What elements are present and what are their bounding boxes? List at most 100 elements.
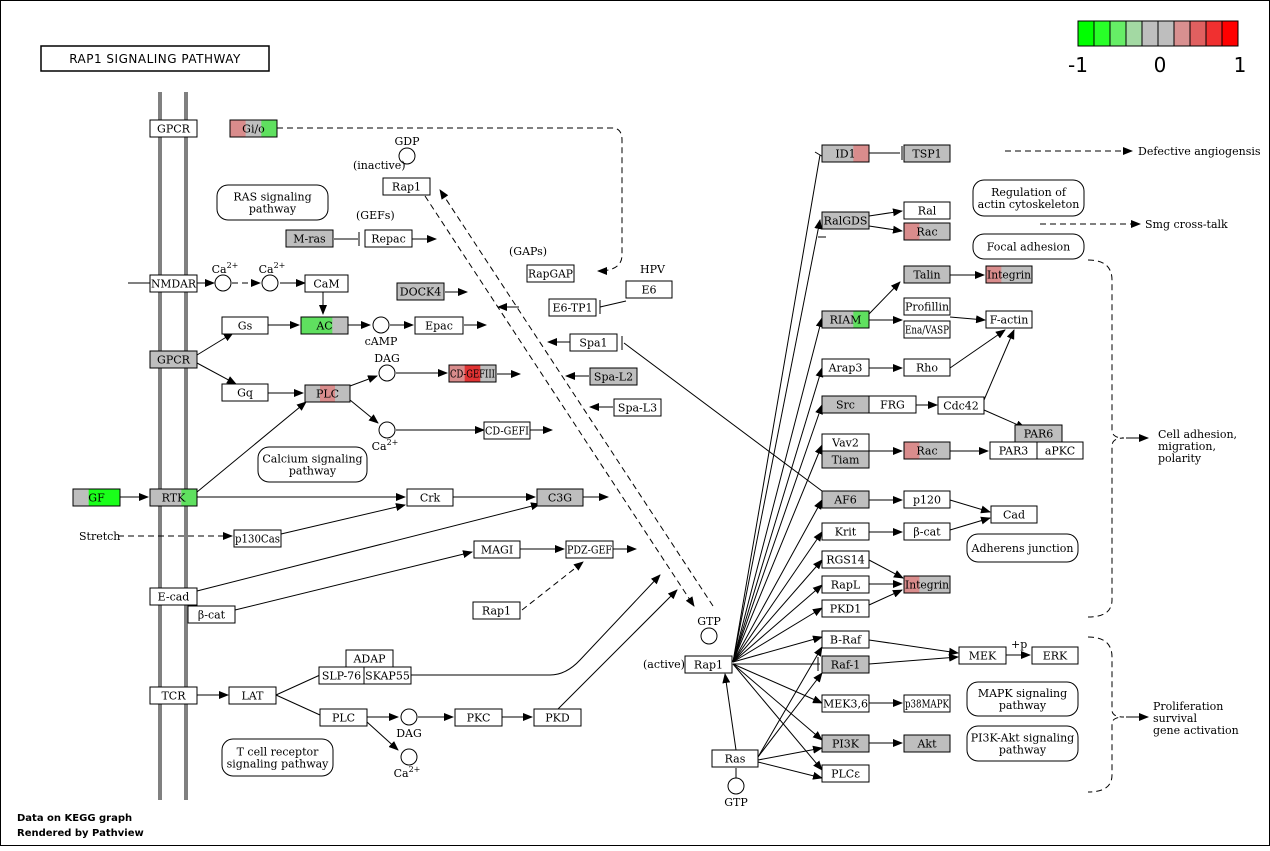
gene-e6tp1[interactable]: E6-TP1	[548, 298, 597, 317]
gene-rac1[interactable]: Rac	[903, 222, 951, 241]
gene-pi3k[interactable]: PI3K	[821, 734, 870, 753]
gene-rapl[interactable]: RapL	[821, 575, 870, 594]
compound-gtp1[interactable]: GTP	[697, 615, 721, 645]
gene-ral[interactable]: Ral	[903, 201, 951, 220]
gene-e6[interactable]: E6	[625, 280, 673, 299]
gene-erk[interactable]: ERK	[1031, 646, 1079, 665]
gene-par6[interactable]: PAR6	[1014, 424, 1063, 443]
gene-lat[interactable]: LAT	[228, 686, 277, 705]
compound-dag2[interactable]: DAG	[396, 708, 422, 740]
gene-raf1[interactable]: Raf-1	[821, 655, 870, 674]
compound-gtp2[interactable]: GTP	[724, 777, 748, 809]
gene-dock4[interactable]: DOCK4	[396, 282, 445, 301]
gene-rtk[interactable]: RTK	[149, 488, 198, 507]
gene-integrin2[interactable]: Integrin	[903, 575, 951, 594]
gene-plc2[interactable]: PLC	[319, 708, 368, 727]
gene-spal3[interactable]: Spa-L3	[613, 398, 662, 417]
gene-rap1-act[interactable]: Rap1	[684, 655, 733, 674]
gene-slp76[interactable]: SLP-76	[318, 666, 365, 685]
gene-nmdar[interactable]: NMDAR	[149, 274, 198, 293]
gene-factin[interactable]: F-actin	[985, 310, 1033, 329]
gene-tiam[interactable]: Tiam	[821, 450, 870, 469]
gene-p130cas[interactable]: p130Cas	[233, 529, 282, 548]
gene-id1[interactable]: ID1	[821, 144, 870, 163]
gene-cam[interactable]: CaM	[304, 274, 349, 293]
gene-riam[interactable]: RIAM	[821, 310, 870, 329]
gene-epac[interactable]: Epac	[414, 316, 464, 335]
gene-ras[interactable]: Ras	[711, 749, 759, 768]
gene-rgs14[interactable]: RGS14	[821, 550, 870, 569]
gene-apkc[interactable]: aPKC	[1036, 441, 1084, 460]
gene-gio[interactable]: Gi/o	[229, 119, 278, 138]
gene-plc1[interactable]: PLC	[304, 384, 351, 403]
gene-vav2[interactable]: Vav2	[821, 433, 870, 452]
gene-spal2[interactable]: Spa-L2	[589, 367, 638, 386]
gene-af6[interactable]: AF6	[821, 490, 870, 509]
compound-ca3[interactable]: Ca2+	[372, 421, 399, 453]
gene-frg[interactable]: FRG	[868, 395, 917, 414]
gene-cad[interactable]: Cad	[990, 505, 1038, 524]
gene-enavasp[interactable]: Ena/VASP	[903, 320, 951, 339]
gene-gpcr2[interactable]: GPCR	[149, 350, 198, 369]
gene-ac[interactable]: AC	[300, 316, 349, 335]
gene-skap55[interactable]: SKAP55	[363, 666, 412, 685]
gene-magi[interactable]: MAGI	[473, 540, 521, 559]
gene-src[interactable]: Src	[821, 395, 870, 414]
gene-cdgefi[interactable]: CD-GEFI	[483, 421, 531, 440]
gene-mras[interactable]: M-ras	[285, 229, 334, 248]
gene-c3g[interactable]: C3G	[536, 488, 584, 507]
gene-bcat1[interactable]: β-cat	[187, 605, 236, 624]
gene-pkd[interactable]: PKD	[533, 708, 582, 727]
gene-pkc[interactable]: PKC	[454, 708, 503, 727]
gene-pkd1[interactable]: PKD1	[821, 599, 870, 618]
gene-talin[interactable]: Talin	[903, 265, 951, 284]
gene-integrin1[interactable]: Integrin	[985, 265, 1033, 284]
gene-p120[interactable]: p120	[903, 490, 951, 509]
map-adherens-pathway-link[interactable]: Adherens junction	[966, 533, 1079, 563]
gene-rac2[interactable]: Rac	[903, 441, 951, 460]
gene-ralgds[interactable]: RalGDS	[821, 211, 870, 230]
gene-ecad[interactable]: E-cad	[149, 587, 198, 606]
gene-profillin[interactable]: Profillin	[903, 297, 951, 316]
gene-krit[interactable]: Krit	[821, 522, 870, 541]
compound-ca4[interactable]: Ca2+	[394, 748, 421, 780]
gene-rapgap[interactable]: RapGAP	[526, 264, 575, 283]
gene-pdzgef[interactable]: PDZ-GEF	[565, 540, 614, 559]
gene-akt[interactable]: Akt	[903, 734, 951, 753]
gene-gpcr1[interactable]: GPCR	[149, 119, 198, 138]
compound-dag1[interactable]: DAG	[374, 352, 400, 382]
gene-rap1-mid[interactable]: Rap1	[472, 601, 521, 620]
gene-bcat2[interactable]: β-cat	[903, 522, 951, 541]
compound-gdp[interactable]: GDP	[394, 135, 420, 165]
gene-braf[interactable]: B-Raf	[821, 630, 870, 649]
compound-ca1[interactable]: Ca2+	[212, 261, 239, 292]
gene-tsp1[interactable]: TSP1	[903, 144, 951, 163]
gene-arap3[interactable]: Arap3	[821, 358, 870, 377]
gene-gs[interactable]: Gs	[221, 316, 269, 335]
gene-cdc42[interactable]: Cdc42	[937, 396, 985, 415]
gene-gf[interactable]: GF	[72, 488, 121, 507]
map-focal-pathway-link[interactable]: Focal adhesion	[972, 233, 1085, 260]
gene-p38[interactable]: p38MAPK	[903, 694, 951, 713]
gene-mek36[interactable]: MEK3,6	[821, 694, 870, 713]
compound-camp[interactable]: cAMP	[365, 316, 398, 348]
gene-crk[interactable]: Crk	[406, 488, 454, 507]
gene-cdgefiii[interactable]: CD-GEFIII	[448, 364, 497, 383]
gene-gq[interactable]: Gq	[221, 383, 269, 402]
gene-spa1[interactable]: Spa1	[569, 333, 618, 352]
gene-rho[interactable]: Rho	[903, 358, 951, 377]
compound-ca2[interactable]: Ca2+	[259, 261, 286, 292]
gene-rap1-top[interactable]: Rap1	[382, 177, 431, 196]
gene-par3[interactable]: PAR3	[989, 441, 1038, 460]
gene-plce[interactable]: PLCε	[821, 764, 870, 783]
gene-tcr[interactable]: TCR	[149, 686, 198, 705]
gene-repac[interactable]: Repac	[364, 229, 413, 248]
gene-adap[interactable]: ADAP	[345, 649, 394, 668]
gene-mek[interactable]: MEK	[958, 646, 1007, 665]
